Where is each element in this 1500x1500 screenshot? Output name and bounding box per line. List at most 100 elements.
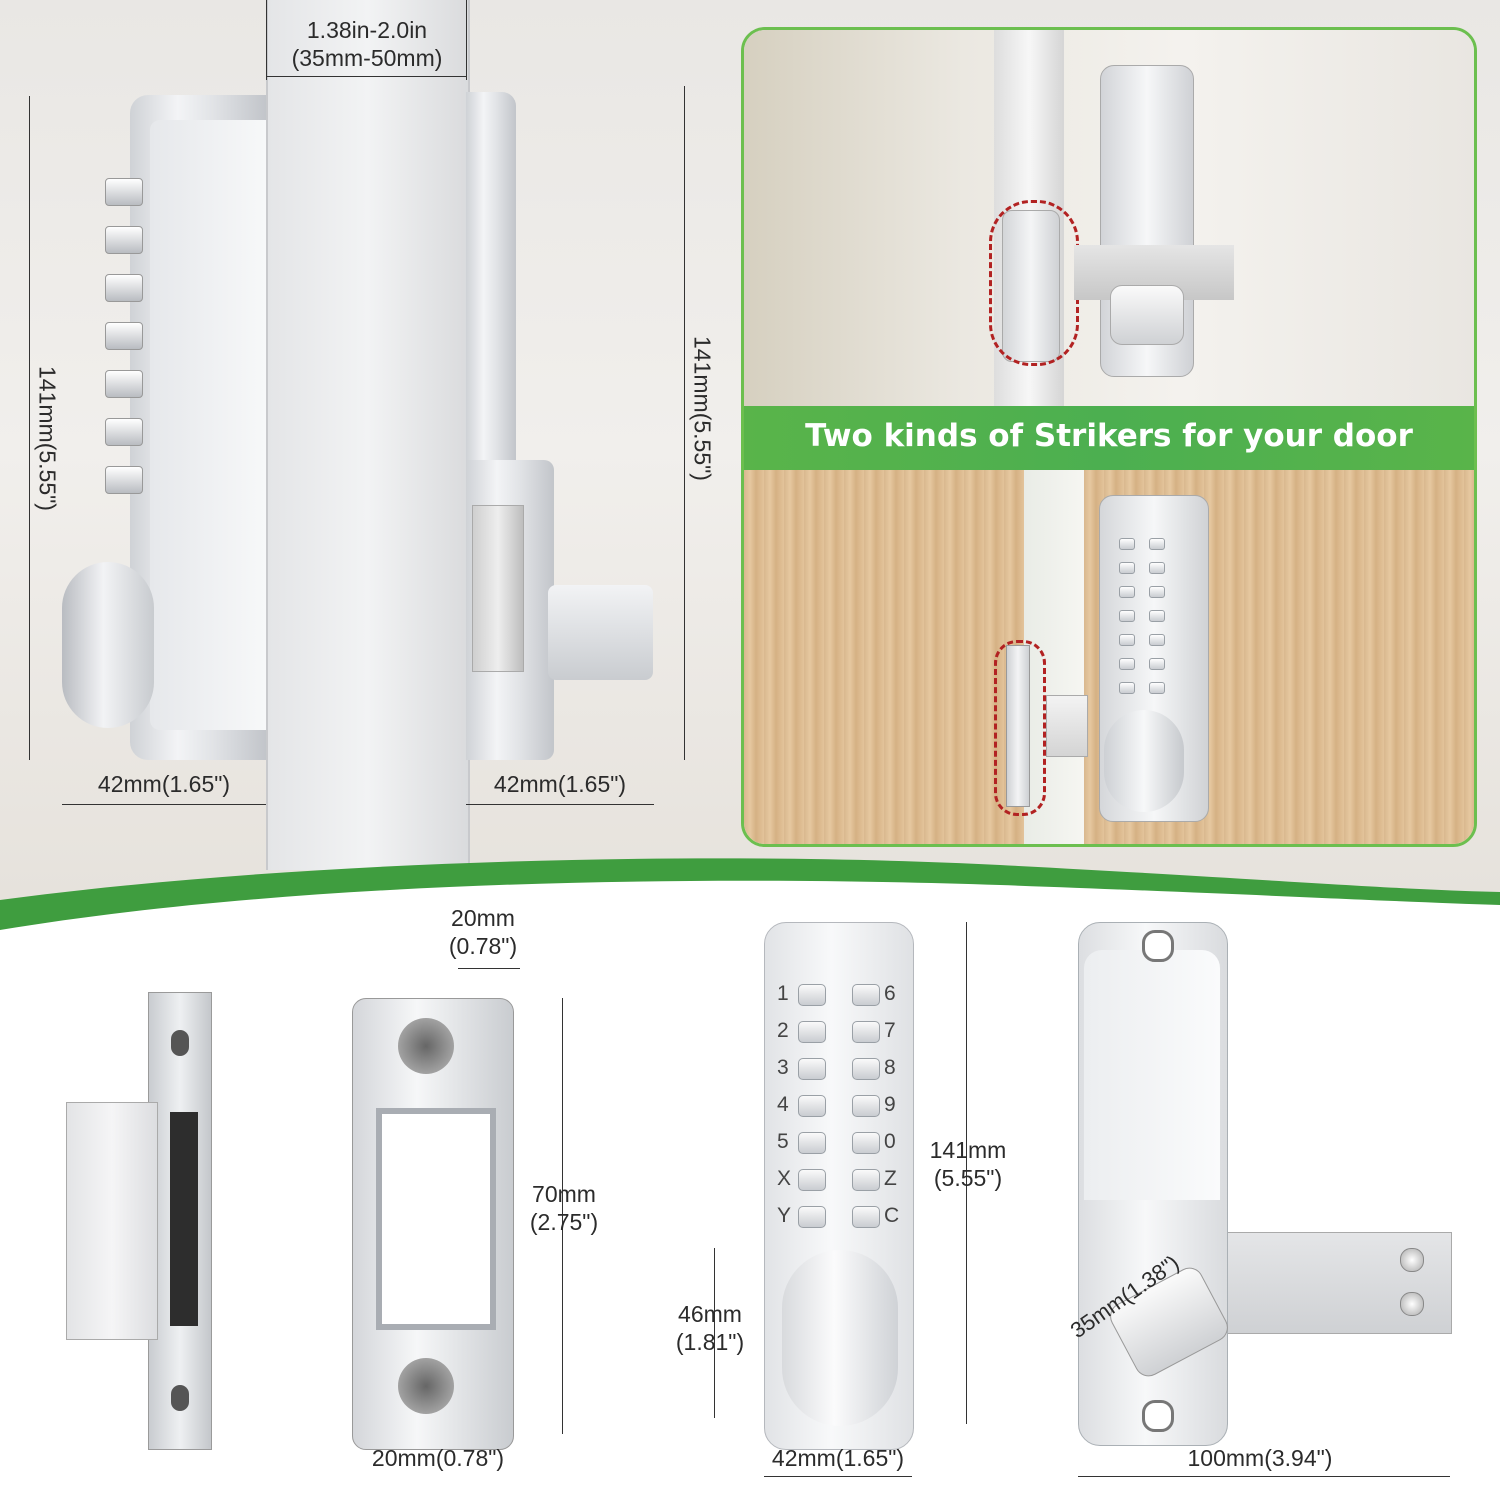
striker-height-label: 70mm (2.75") — [514, 1180, 614, 1236]
dim-line-width-inner — [466, 804, 654, 805]
back-width-label: 100mm(3.94") — [1187, 1445, 1333, 1471]
key-label: 4 — [777, 1093, 789, 1116]
knob-height-label: 46mm (1.81") — [660, 1300, 760, 1356]
upper-striker-highlight — [989, 200, 1079, 366]
side-button — [105, 274, 143, 302]
dim-line-height-left — [29, 96, 30, 760]
mini-key — [1119, 658, 1135, 670]
key-label: C — [884, 1204, 900, 1227]
key-label: 0 — [884, 1130, 896, 1153]
lower-striker — [1006, 645, 1030, 807]
inner-turn-knob — [548, 585, 653, 680]
keypad-button — [852, 1132, 880, 1154]
keypad-knob — [782, 1250, 898, 1426]
dim-line-width-outer — [62, 804, 266, 805]
latch-block — [66, 1102, 158, 1340]
keypad-button — [852, 1058, 880, 1080]
striker-banner-text: Two kinds of Strikers for your door — [805, 418, 1413, 454]
dim-line-knob-height — [714, 1248, 715, 1418]
lock-width-label: 42mm(1.65") — [771, 1445, 905, 1471]
lower-knob — [1104, 710, 1184, 812]
outer-knob — [62, 562, 154, 728]
side-button — [105, 370, 143, 398]
dim-line-striker-height — [562, 998, 563, 1434]
lower-latch — [1046, 695, 1088, 757]
dim-line-door-left — [266, 0, 267, 80]
dim-line-door-h — [266, 76, 466, 77]
width-inner-label: 42mm(1.65") — [493, 771, 627, 797]
door-thickness-mm: (35mm-50mm) — [291, 45, 443, 71]
key-label: 9 — [884, 1093, 896, 1116]
striker-hole — [398, 1018, 454, 1074]
keypad-button — [798, 1058, 826, 1080]
side-button — [105, 418, 143, 446]
keypad-button — [852, 1206, 880, 1228]
lock-height: 141mm — [929, 1137, 1007, 1163]
install-panel: Two kinds of Strikers for your door — [741, 27, 1477, 847]
mini-key — [1119, 538, 1135, 550]
side-button — [105, 226, 143, 254]
mini-key — [1119, 610, 1135, 622]
lock-height-in: (5.55") — [933, 1165, 1003, 1191]
lower-striker-highlight — [994, 640, 1046, 816]
door-thickness-label: 1.38in-2.0in (35mm-50mm) — [262, 16, 472, 72]
key-label: 2 — [777, 1019, 789, 1042]
latch-opening — [170, 1112, 198, 1326]
side-buttons — [105, 178, 145, 498]
dim-line-lock-width — [764, 1476, 912, 1477]
latch-bolt — [472, 505, 524, 672]
back-lock-upper — [1084, 950, 1220, 1200]
mini-key — [1149, 562, 1165, 574]
side-button — [105, 466, 143, 494]
lock-height-label: 141mm (5.55") — [916, 1136, 1020, 1192]
key-label: 1 — [777, 982, 789, 1005]
key-label: X — [777, 1167, 792, 1190]
mini-key — [1119, 682, 1135, 694]
back-screw-hole — [1142, 1400, 1174, 1432]
height-left-label: 141mm(5.55") — [34, 366, 61, 511]
key-label: 7 — [884, 1019, 896, 1042]
mini-key — [1149, 658, 1165, 670]
bolt-hole — [1400, 1292, 1424, 1316]
width-outer-label: 42mm(1.65") — [97, 771, 231, 797]
side-button — [105, 178, 143, 206]
door-slab — [266, 0, 470, 870]
key-label: Y — [777, 1204, 792, 1227]
mini-key — [1149, 682, 1165, 694]
striker-hole — [398, 1358, 454, 1414]
keypad-button — [798, 1021, 826, 1043]
mini-key — [1119, 586, 1135, 598]
height-right-label: 141mm(5.55") — [689, 336, 716, 481]
keypad-button — [798, 1169, 826, 1191]
striker-width-top: 20mm — [451, 905, 515, 931]
mini-key — [1149, 586, 1165, 598]
keypad-button — [852, 1021, 880, 1043]
keypad-button — [798, 984, 826, 1006]
striker-width-bottom-label: 20mm(0.78") — [371, 1445, 505, 1471]
side-button — [105, 322, 143, 350]
key-label: 8 — [884, 1056, 896, 1079]
outer-lock-face — [150, 120, 266, 730]
green-wave — [0, 858, 1500, 940]
dim-line-height-right — [684, 86, 685, 760]
mini-key — [1149, 634, 1165, 646]
latch-screw-hole — [171, 1385, 189, 1411]
striker-width-top-label: 20mm (0.78") — [420, 904, 546, 960]
striker-height: 70mm — [532, 1181, 596, 1207]
striker-width-top-in: (0.78") — [448, 933, 518, 959]
dim-line-lock-height — [966, 922, 967, 1424]
mini-key — [1119, 562, 1135, 574]
striker-height-in: (2.75") — [529, 1209, 599, 1235]
knob-height: 46mm — [678, 1301, 742, 1327]
knob-height-in: (1.81") — [675, 1329, 745, 1355]
mini-key — [1149, 610, 1165, 622]
keypad-button — [852, 1169, 880, 1191]
dim-line-striker-top — [458, 968, 520, 969]
key-label: 6 — [884, 982, 896, 1005]
striker-banner — [744, 406, 1474, 470]
keypad-button — [852, 1095, 880, 1117]
mini-key — [1149, 538, 1165, 550]
keypad-button — [798, 1095, 826, 1117]
keypad-button — [798, 1206, 826, 1228]
upper-turn-handle — [1110, 285, 1184, 345]
